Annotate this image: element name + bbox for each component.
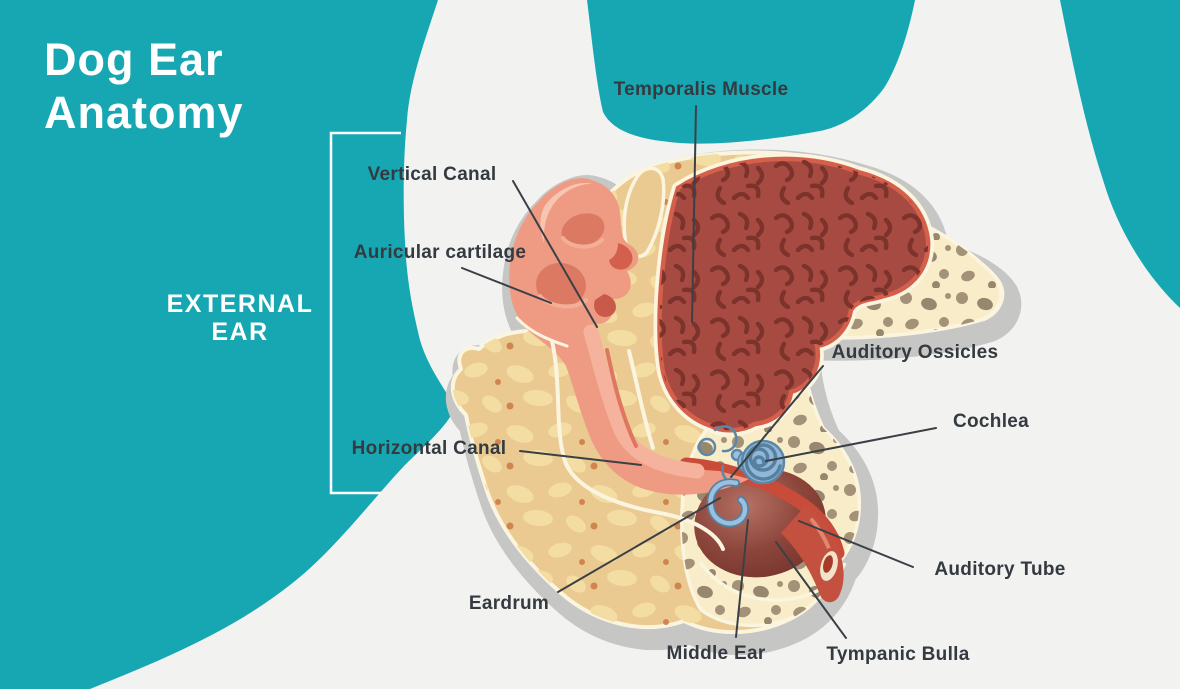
teal-left-panel (0, 0, 455, 689)
label-middle-ear: Middle Ear (666, 643, 766, 664)
pinna-and-canal (509, 178, 749, 495)
bone-spur (622, 166, 666, 259)
label-vertical-canal: Vertical Canal (367, 164, 497, 185)
label-eardrum: Eardrum (468, 593, 550, 614)
page-title-line1: Dog Ear (44, 34, 224, 85)
line-tympanic-bulla (775, 541, 847, 639)
label-temporalis-muscle: Temporalis Muscle (613, 79, 789, 100)
teal-top-right-corner (1060, 0, 1180, 308)
cartilage-sheath-lines (515, 316, 725, 551)
line-auditory-ossicles (730, 365, 824, 478)
label-tympanic-bulla: Tympanic Bulla (826, 644, 970, 665)
line-cochlea (765, 427, 937, 462)
page-title: Dog Ear Anatomy (44, 34, 244, 139)
line-temporalis-muscle (691, 105, 697, 323)
temporalis-muscle-shape (653, 152, 935, 437)
line-middle-ear (735, 519, 749, 638)
label-auricular-cartilage: Auricular cartilage (353, 242, 527, 263)
eardrum-shape (706, 478, 749, 528)
line-horizontal-canal (519, 450, 642, 466)
label-cochlea: Cochlea (952, 411, 1030, 432)
page-title-line2: Anatomy (44, 86, 244, 138)
teal-top-notch (587, 0, 915, 144)
label-horizontal-canal: Horizontal Canal (351, 438, 507, 459)
line-auricular-cartilage (461, 267, 552, 304)
external-ear-bracket (329, 131, 401, 495)
auditory-tube-shape (679, 457, 845, 603)
line-eardrum (557, 497, 721, 593)
label-auditory-ossicles: Auditory Ossicles (831, 342, 999, 363)
line-vertical-canal (512, 180, 598, 328)
line-auditory-tube (798, 520, 914, 568)
external-ear-section-label: EXTERNAL EAR (166, 290, 314, 346)
label-pointer-lines (461, 105, 937, 639)
label-auditory-tube: Auditory Tube (934, 559, 1066, 580)
